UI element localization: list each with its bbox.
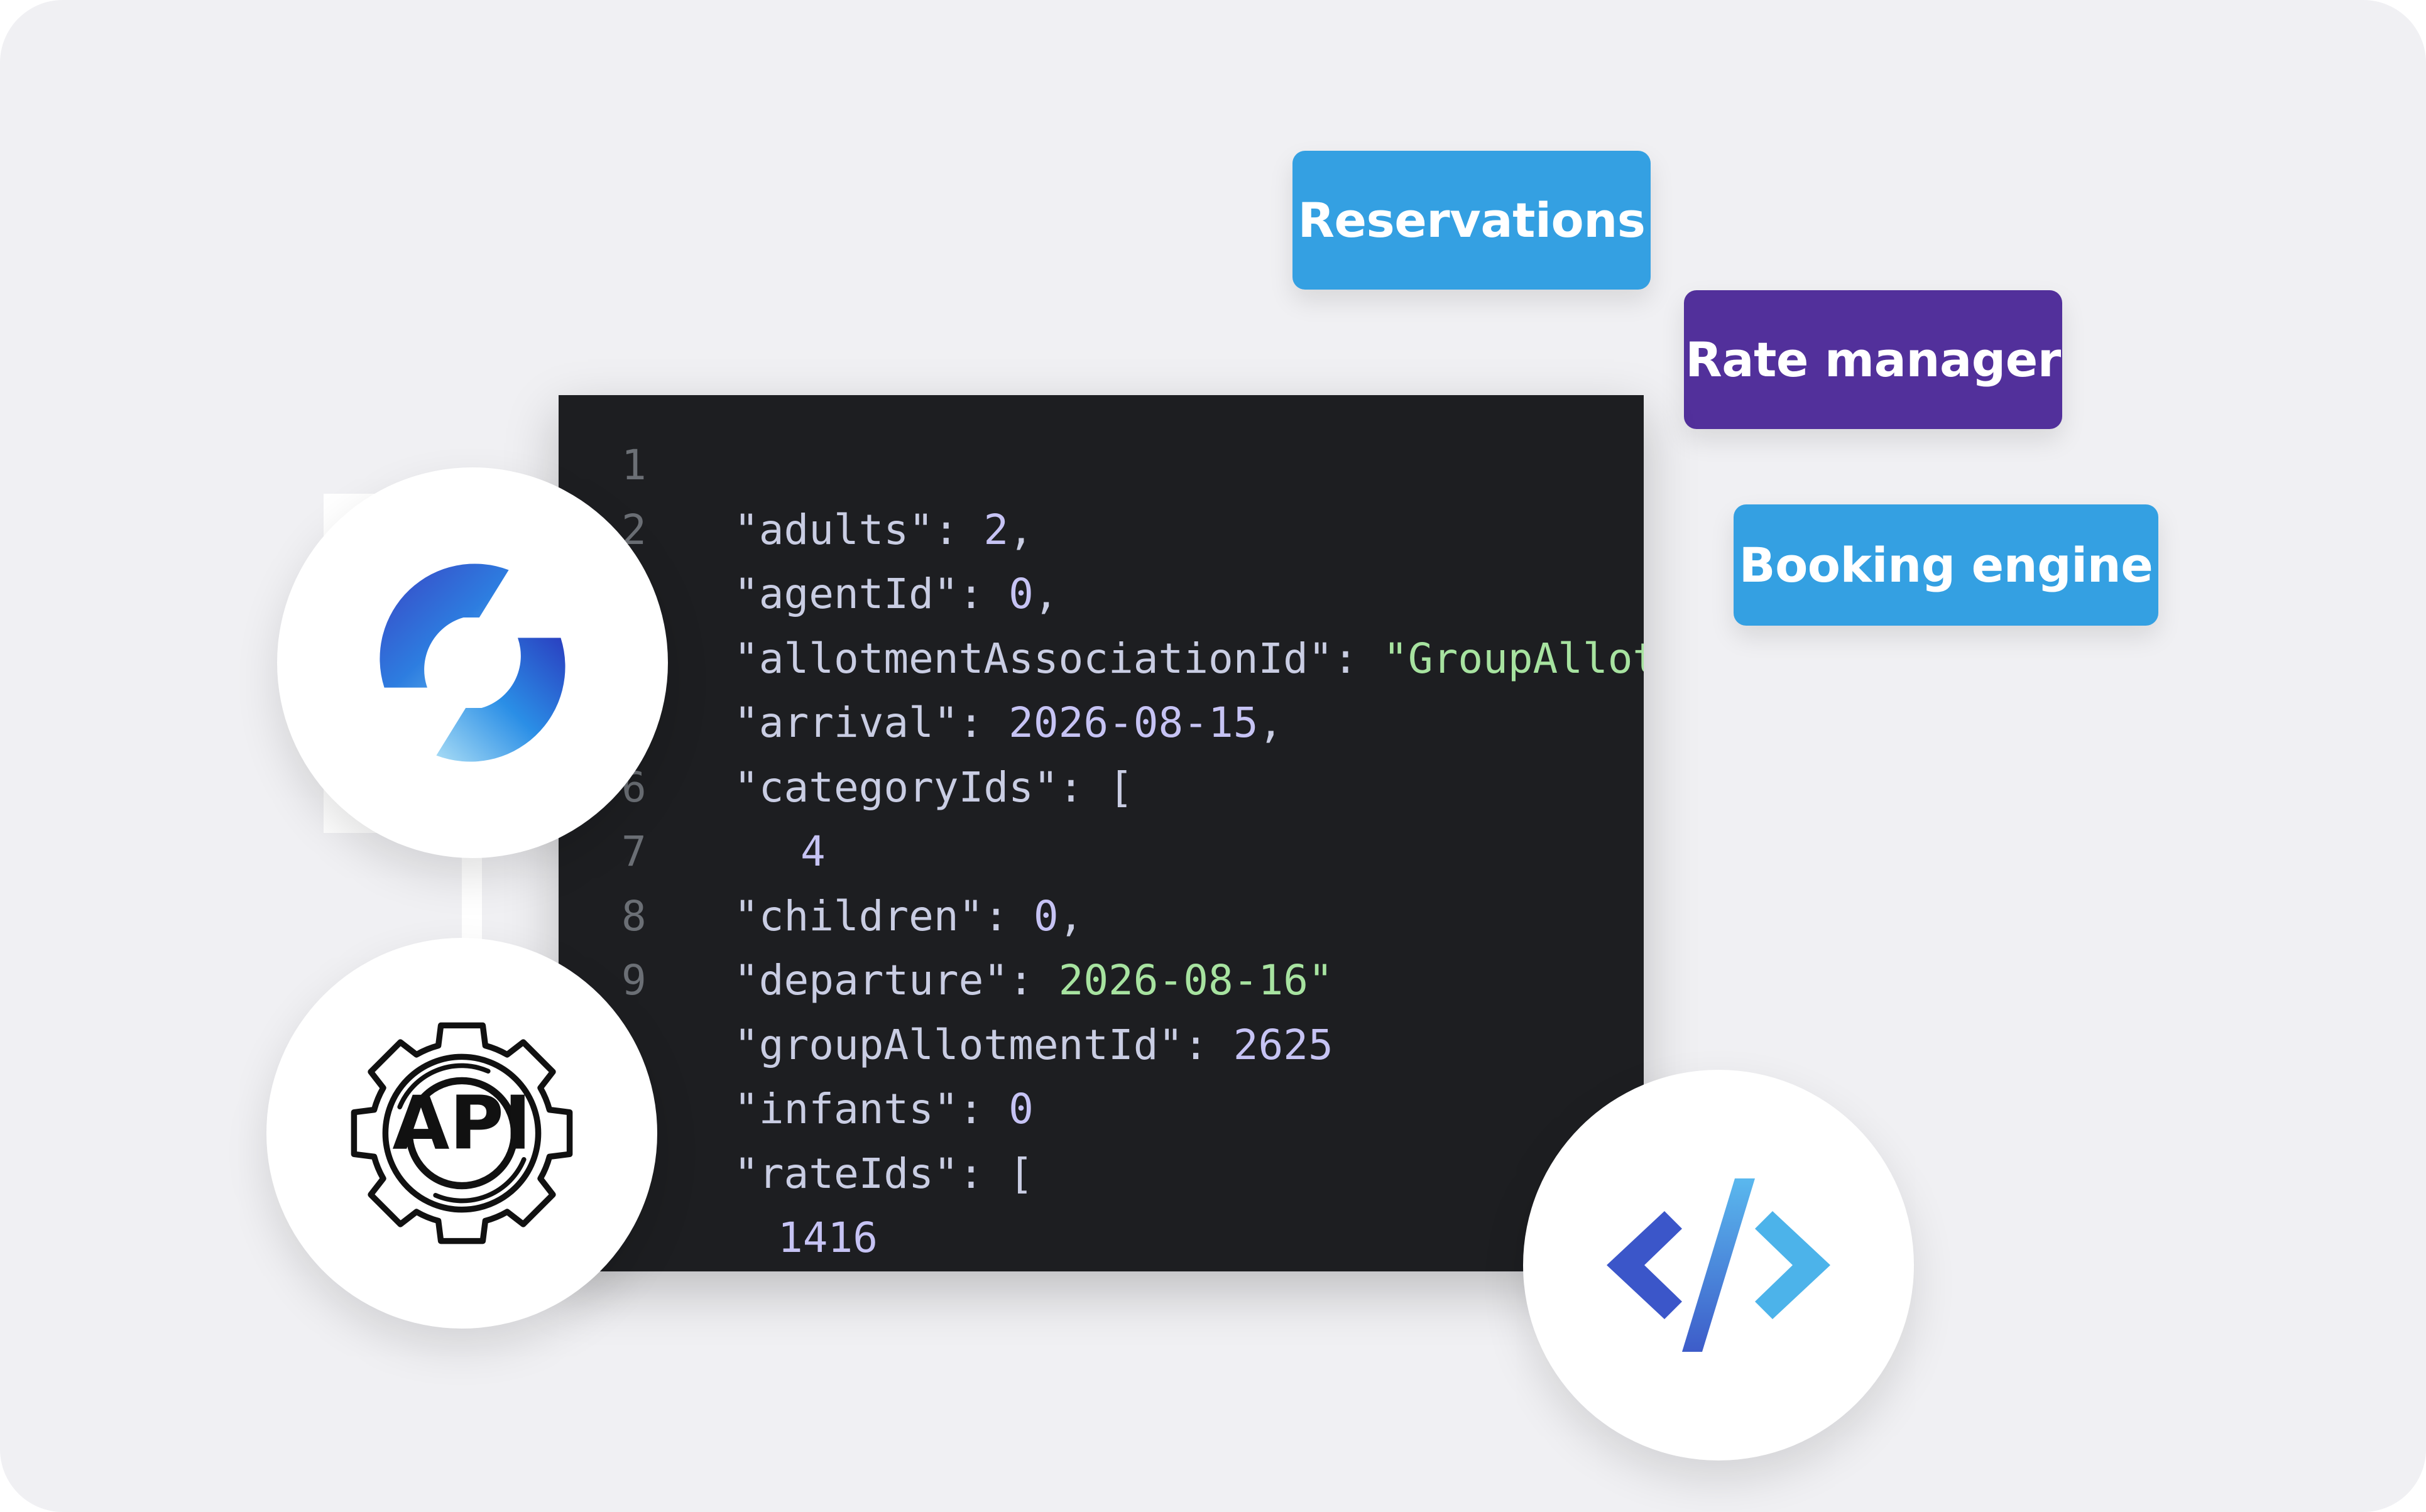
json-value: 0 [1008, 1085, 1034, 1133]
json-string: "GroupAllotment [1383, 634, 1644, 683]
code-line: "infants": 0 [559, 1078, 1644, 1141]
json-key: "adults" [734, 505, 934, 554]
line-content: 1416 [778, 1207, 878, 1270]
json-key: "arrival" [734, 699, 959, 747]
line-number: 8 [621, 891, 647, 940]
json-key: "rateIds" [734, 1149, 959, 1198]
json-key: "infants" [734, 1085, 959, 1133]
line-content: "categoryIds": [ [734, 756, 1134, 819]
json-punct: : [983, 891, 1034, 940]
json-key: "categoryIds" [734, 763, 1059, 812]
line-content: "groupAllotmentId": 2625 [734, 1014, 1333, 1077]
line-content: "arrival": 2026-08-15, [734, 692, 1283, 754]
brand-s-logo-icon [380, 563, 566, 762]
code-line: 1 [559, 434, 1644, 497]
json-punct: : [933, 505, 984, 554]
line-content: "children": 0, [734, 885, 1083, 948]
json-punct: , [1058, 891, 1084, 940]
gear-outline [351, 1022, 573, 1244]
line-content: "adults": 2, [734, 499, 1034, 562]
booking-engine-tag[interactable]: Booking engine [1734, 504, 2158, 626]
json-key: "children" [734, 891, 984, 940]
json-string: 2026-08-16" [1058, 956, 1333, 1004]
json-key: "groupAllotmentId" [734, 1020, 1184, 1069]
code-line: 6"categoryIds": [ [559, 756, 1644, 819]
json-value: 2 [983, 505, 1009, 554]
line-content: "infants": 0 [734, 1078, 1034, 1141]
json-punct: : [ [958, 1149, 1034, 1198]
json-punct: , [1008, 505, 1034, 554]
line-content: "agentId": 0, [734, 563, 1059, 626]
code-line: 9 "departure": 2026-08-16" [559, 949, 1644, 1012]
json-punct: : [1333, 634, 1384, 683]
reservations-tag[interactable]: Reservations [1292, 151, 1651, 290]
json-punct: : [ [1058, 763, 1134, 812]
code-line: "agentId": 0, [559, 563, 1644, 626]
json-punct: : [958, 570, 1009, 618]
json-value: 0 [1008, 570, 1034, 618]
json-punct: : [958, 699, 1009, 747]
json-value: 1416 [778, 1214, 878, 1262]
json-punct: : [1183, 1020, 1233, 1069]
code-brackets-icon [1607, 1178, 1830, 1352]
code-line: "rateIds": [ [559, 1143, 1644, 1205]
line-number: 1 [621, 441, 647, 489]
line-content: "departure": 2026-08-16" [734, 949, 1333, 1012]
line-number: 9 [621, 956, 647, 1004]
code-line: "allotmentAssociationId": "GroupAllotmen… [559, 628, 1644, 690]
line-number: 7 [621, 827, 647, 876]
code-line: "groupAllotmentId": 2625 [559, 1014, 1644, 1077]
api-icon-label: API [392, 1080, 531, 1167]
json-value: 2625 [1233, 1020, 1333, 1069]
line-content: "allotmentAssociationId": "GroupAllotmen… [734, 628, 1644, 690]
json-punct: : [1008, 956, 1059, 1004]
line-content: 4 [800, 820, 826, 883]
json-punct: , [1258, 699, 1284, 747]
json-punct: , [1033, 570, 1059, 618]
code-circle [1523, 1070, 1914, 1460]
code-line: 2"adults": 2, [559, 499, 1644, 562]
json-punct: : [958, 1085, 1009, 1133]
code-line: "arrival": 2026-08-15, [559, 692, 1644, 754]
json-value: 0 [1033, 891, 1059, 940]
connector-line [462, 842, 482, 955]
api-gear-icon: API [351, 1022, 573, 1244]
code-line: 8 "children": 0, [559, 885, 1644, 948]
code-line: 1416 [559, 1207, 1644, 1270]
line-content: "rateIds": [ [734, 1143, 1034, 1205]
brand-logo-circle [277, 467, 668, 858]
json-value: 4 [800, 827, 826, 876]
rate-manager-tag[interactable]: Rate manager [1684, 290, 2062, 429]
json-key: "agentId" [734, 570, 959, 618]
json-key: "allotmentAssociationId" [734, 634, 1333, 683]
json-value: 2026-08-15 [1008, 699, 1259, 747]
api-circle: API [266, 938, 657, 1329]
json-key: "departure" [734, 956, 1009, 1004]
